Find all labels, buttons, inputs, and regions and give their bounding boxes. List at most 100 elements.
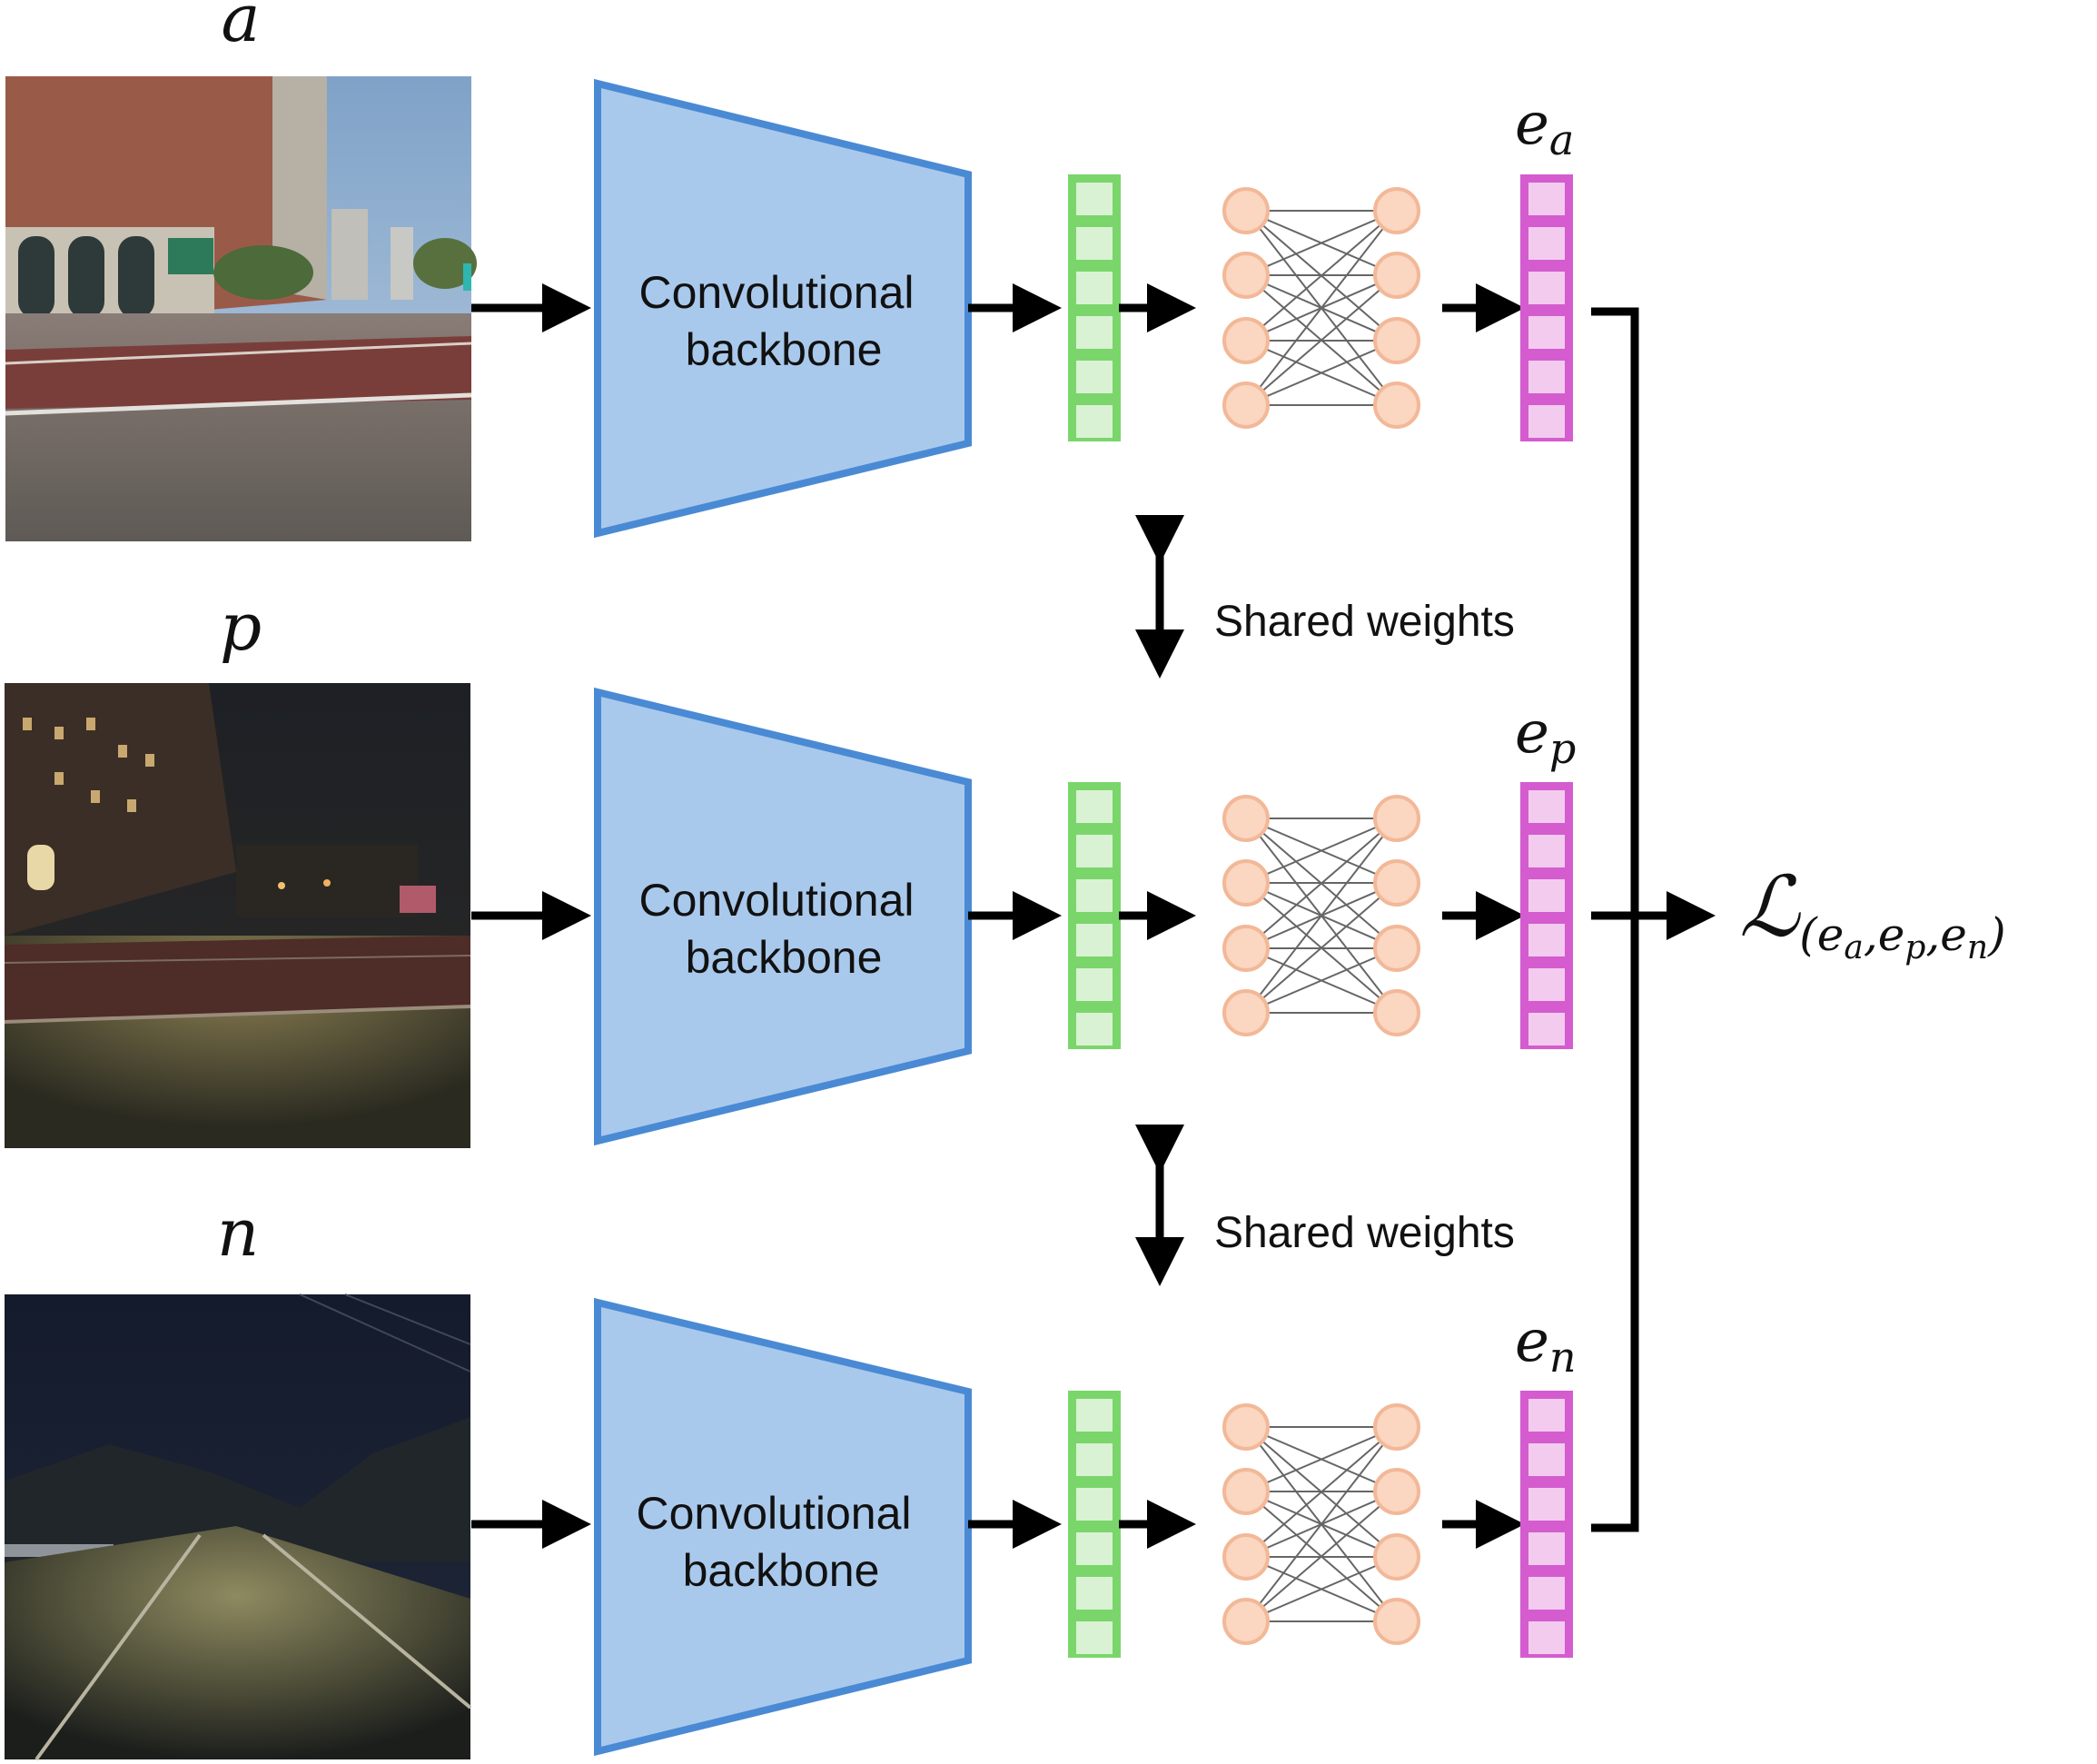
mlp-input-neuron <box>1222 382 1270 429</box>
feature-vector-p-frame <box>1068 782 1121 1049</box>
mlp-output-neuron <box>1373 317 1420 364</box>
backbone-output-arrows <box>968 283 1062 1549</box>
backbone-p-label-line1: Convolutional <box>639 875 915 926</box>
backbone-a-label-line1: Convolutional <box>639 267 915 318</box>
feature-vector-a-frame <box>1068 174 1121 441</box>
mlp-input-neuron <box>1222 795 1270 842</box>
mlp-output-neuron <box>1373 989 1420 1036</box>
mlp-head-n <box>1222 1403 1420 1645</box>
feature-vector-n-cell <box>1076 1621 1113 1654</box>
embedding-vector-p-cell <box>1528 968 1565 1001</box>
embedding-vector-a-cell <box>1528 405 1565 438</box>
shared-weights-2-label: Shared weights <box>1214 1209 1515 1257</box>
embedding-vector-n <box>1520 1391 1573 1658</box>
embedding-vector-a-cell <box>1528 316 1565 349</box>
feature-vector-p-cell <box>1076 835 1113 867</box>
embedding-n-label: en <box>1515 1308 1577 1382</box>
feature-vector-n-cell <box>1076 1399 1113 1432</box>
mlp-output-neuron <box>1373 925 1420 972</box>
feature-vector-n-frame <box>1068 1391 1121 1658</box>
mlp-connection <box>1245 1426 1398 1492</box>
feature-vector-p-cell <box>1076 968 1113 1001</box>
backbone-n-label-line1: Convolutional <box>637 1488 912 1539</box>
mlp-output-neuron <box>1373 187 1420 234</box>
backbone-a: Convolutional backbone <box>594 78 972 539</box>
mlp-connection <box>1245 274 1398 406</box>
feature-vector-p-cell <box>1076 924 1113 956</box>
loss-bracket <box>1591 307 1716 1532</box>
mlp-output-neuron <box>1373 1533 1420 1581</box>
embedding-vector-n-cell <box>1528 1577 1565 1610</box>
embedding-vector-n-cell <box>1528 1443 1565 1476</box>
mlp-input-neuron <box>1222 859 1270 907</box>
feature-vector-p-cell <box>1076 790 1113 823</box>
mlp-connection <box>1245 1426 1398 1558</box>
feature-to-mlp-arrows <box>1119 283 1196 1549</box>
mlp-to-embedding-arrows <box>1442 283 1525 1549</box>
mlp-output-neuron <box>1373 382 1420 429</box>
feature-vector-a-cell <box>1076 227 1113 260</box>
anchor-image <box>5 76 477 541</box>
mlp-connection <box>1245 210 1398 406</box>
embedding-vector-n-cell <box>1528 1621 1565 1654</box>
feature-vector-a-cell <box>1076 272 1113 304</box>
feature-vector-a-cell <box>1076 183 1113 215</box>
embedding-vector-n-cell <box>1528 1532 1565 1565</box>
mlp-input-neuron <box>1222 1533 1270 1581</box>
embedding-vector-a-cell <box>1528 272 1565 304</box>
embedding-vector-p-cell <box>1528 835 1565 867</box>
shared-weights-1-label: Shared weights <box>1214 598 1515 646</box>
mlp-connection <box>1245 210 1398 276</box>
feature-vector-n-cell <box>1076 1577 1113 1610</box>
embedding-a-label: ea <box>1515 91 1574 164</box>
backbone-n: Convolutional backbone <box>594 1297 972 1757</box>
embedding-vector-p-cell <box>1528 924 1565 956</box>
mlp-connection <box>1245 947 1398 1014</box>
embedding-vector-n-cell <box>1528 1399 1565 1432</box>
mlp-connection <box>1245 882 1398 1014</box>
mlp-output-neuron <box>1373 795 1420 842</box>
feature-vector-p <box>1068 782 1121 1049</box>
embedding-vector-p <box>1520 782 1573 1049</box>
feature-vector-p-cell <box>1076 1013 1113 1046</box>
mlp-input-neuron <box>1222 317 1270 364</box>
mlp-heads <box>1222 187 1420 1645</box>
feature-vector-a-cell <box>1076 316 1113 349</box>
mlp-head-a <box>1222 187 1420 429</box>
feature-vector-n-cell <box>1076 1443 1113 1476</box>
embedding-vector-n-frame <box>1520 1391 1573 1658</box>
embedding-vector-a <box>1520 174 1573 441</box>
mlp-output-neuron <box>1373 252 1420 299</box>
mlp-input-neuron <box>1222 187 1270 234</box>
embedding-vector-a-cell <box>1528 183 1565 215</box>
mlp-connection <box>1245 818 1398 884</box>
mlp-output-neuron <box>1373 1598 1420 1645</box>
feature-vector-n-cell <box>1076 1532 1113 1565</box>
mlp-head-p <box>1222 795 1420 1036</box>
embedding-vector-p-cell <box>1528 790 1565 823</box>
shared-weights-2: Shared weights <box>1135 1125 1515 1286</box>
backbone-n-label-line2: backbone <box>683 1545 880 1596</box>
embedding-vector-p-cell <box>1528 879 1565 912</box>
embedding-vector-a-cell <box>1528 361 1565 393</box>
embedding-vector-p-cell <box>1528 1013 1565 1046</box>
anchor-label: a <box>222 0 261 56</box>
mlp-input-neuron <box>1222 1403 1270 1451</box>
feature-vector-a-cell <box>1076 405 1113 438</box>
mlp-output-neuron <box>1373 1468 1420 1515</box>
mlp-connection <box>1245 340 1398 406</box>
embedding-vectors <box>1520 174 1573 1658</box>
backbone-a-label-line2: backbone <box>686 324 883 375</box>
backbone-p: Convolutional backbone <box>594 687 972 1146</box>
feature-vector-p-cell <box>1076 879 1113 912</box>
mlp-connection <box>1245 1491 1398 1622</box>
mlp-output-neuron <box>1373 1403 1420 1451</box>
input-arrows <box>471 283 591 1549</box>
mlp-connection <box>1245 1426 1398 1622</box>
negative-image <box>5 1293 472 1761</box>
embedding-vector-n-cell <box>1528 1488 1565 1521</box>
shared-weights-1: Shared weights <box>1135 515 1515 679</box>
mlp-input-neuron <box>1222 989 1270 1036</box>
mlp-connection <box>1245 818 1398 949</box>
